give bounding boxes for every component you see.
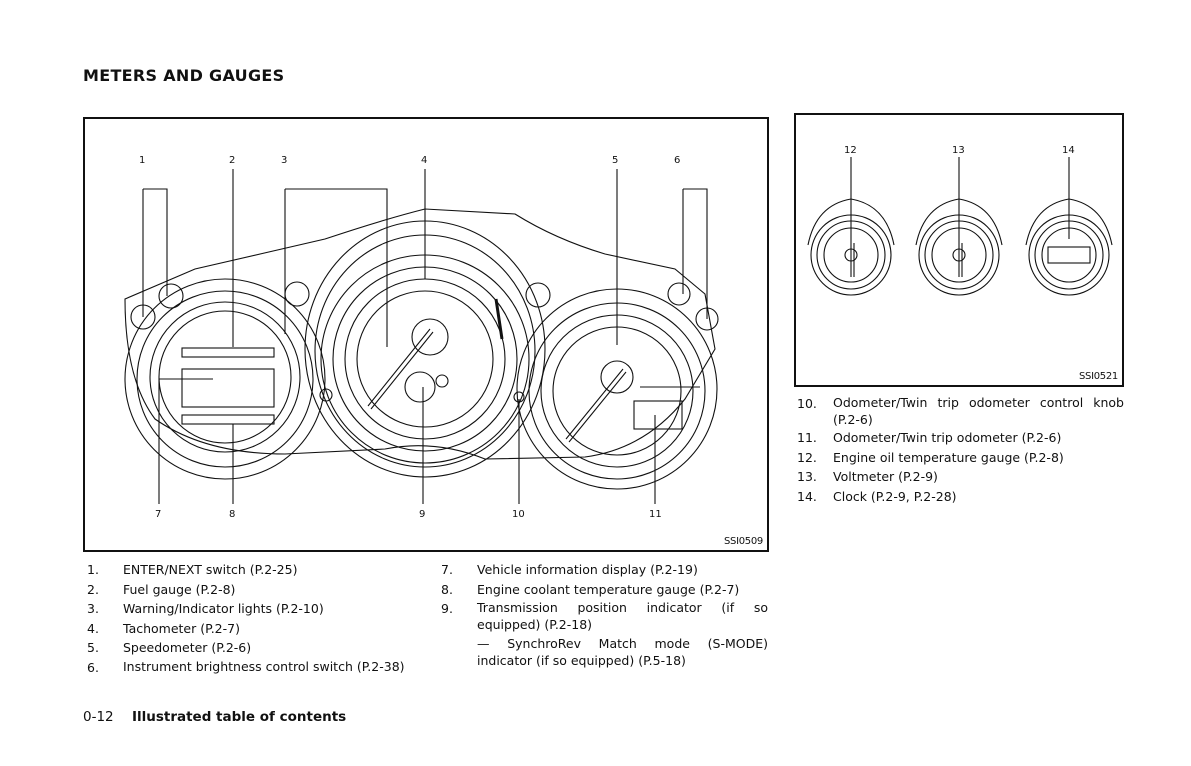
callout-13: 13	[952, 145, 965, 156]
auxiliary-gauges-figure: 12 13 14 SSI0521	[794, 113, 1124, 387]
callout-8: 8	[229, 509, 235, 520]
callout-4: 4	[421, 155, 427, 166]
legend-item: 12. Engine oil temperature gauge (P.2-8)	[797, 448, 1124, 468]
item-text: Warning/Indicator lights (P.2-10)	[123, 601, 324, 616]
item-number: 13.	[797, 469, 817, 484]
callout-14: 14	[1062, 145, 1075, 156]
item-text: ENTER/NEXT switch (P.2-25)	[123, 562, 298, 577]
item-text: Instrument brightness control switch (P.…	[123, 658, 405, 674]
item-number: 14.	[797, 488, 817, 504]
legend-list-left: 1. ENTER/NEXT switch (P.2-25) 2. Fuel gaug…	[87, 560, 417, 677]
page-footer: 0-12 Illustrated table of contents	[83, 709, 346, 725]
item-text: Tachometer (P.2-7)	[123, 620, 240, 636]
item-subtext: — SynchroRev Match mode (S-MODE) indicat…	[477, 636, 768, 668]
item-text: Engine coolant temperature gauge (P.2-7)	[477, 581, 740, 597]
clock-gauge	[1025, 157, 1113, 296]
item-text: Odometer/Twin trip odometer (P.2-6)	[833, 430, 1062, 445]
legend-item: 1. ENTER/NEXT switch (P.2-25)	[87, 560, 417, 580]
legend-list-middle: 7. Vehicle information display (P.2-19) 8…	[441, 560, 768, 669]
callout-1: 1	[139, 155, 145, 166]
auxiliary-gauges-illustration: 12 13 14	[807, 145, 1113, 296]
legend-item: 8. Engine coolant temperature gauge (P.2-…	[441, 580, 768, 600]
legend-item: 14. Clock (P.2-9, P.2-28)	[797, 487, 1124, 507]
legend-item: 7. Vehicle information display (P.2-19)	[441, 560, 768, 580]
item-number: 10.	[797, 396, 817, 411]
item-number: 11.	[797, 430, 817, 445]
item-text: Clock (P.2-9, P.2-28)	[833, 488, 957, 504]
legend-item: 6. Instrument brightness control switch (…	[87, 658, 417, 678]
callout-9: 9	[419, 509, 425, 520]
legend-item: 5. Speedometer (P.2-6)	[87, 638, 417, 658]
item-number: 5.	[87, 640, 99, 655]
legend-item: 13. Voltmeter (P.2-9)	[797, 467, 1124, 487]
callout-10: 10	[512, 509, 525, 520]
item-text: Speedometer (P.2-6)	[123, 640, 252, 655]
callout-7: 7	[155, 509, 161, 520]
legend-item: 4. Tachometer (P.2-7)	[87, 619, 417, 639]
callout-6: 6	[674, 155, 680, 166]
callout-11: 11	[649, 509, 662, 520]
legend-item: 9. Transmission position indicator (if so…	[441, 599, 768, 633]
item-number: 3.	[87, 601, 99, 616]
callout-12: 12	[844, 145, 857, 156]
item-number: 2.	[87, 581, 99, 597]
item-text: Voltmeter (P.2-9)	[833, 469, 938, 484]
legend-item: 11. Odometer/Twin trip odometer (P.2-6)	[797, 428, 1124, 448]
item-text: Fuel gauge (P.2-8)	[123, 581, 236, 597]
legend-item: 3. Warning/Indicator lights (P.2-10)	[87, 599, 417, 619]
item-number: 8.	[441, 581, 453, 597]
legend-item: 2. Fuel gauge (P.2-8)	[87, 580, 417, 600]
item-number: 4.	[87, 620, 99, 636]
voltmeter-gauge	[915, 157, 1003, 296]
item-text: Odometer/Twin trip odometer control knob…	[833, 395, 1124, 427]
item-number: 12.	[797, 449, 817, 465]
item-number: 1.	[87, 562, 99, 577]
legend-list-right: 10. Odometer/Twin trip odometer control k…	[797, 394, 1124, 506]
item-text: Transmission position indicator (if so e…	[477, 600, 768, 632]
section-title: METERS AND GAUGES	[83, 66, 285, 85]
item-text: Engine oil temperature gauge (P.2-8)	[833, 449, 1064, 465]
instrument-cluster-figure: 1 2 3 4 5 6 7 8 9 10 11 SSI0509	[83, 117, 769, 552]
item-text: Vehicle information display (P.2-19)	[477, 562, 698, 577]
figure-code: SSI0509	[724, 536, 763, 547]
footer-section-title: Illustrated table of contents	[131, 709, 347, 725]
instrument-cluster-illustration: 1 2 3 4 5 6 7 8 9 10 11	[124, 155, 719, 520]
callout-2: 2	[229, 155, 235, 166]
figure-code: SSI0521	[1079, 371, 1118, 382]
oil-temp-gauge	[807, 157, 895, 296]
callout-5: 5	[612, 155, 618, 166]
page-number: 0-12	[83, 709, 114, 725]
item-number: 9.	[441, 601, 453, 616]
item-number: 6.	[87, 659, 99, 675]
legend-item: 10. Odometer/Twin trip odometer control k…	[797, 394, 1124, 428]
item-number: 7.	[441, 562, 453, 577]
callout-3: 3	[281, 155, 287, 166]
